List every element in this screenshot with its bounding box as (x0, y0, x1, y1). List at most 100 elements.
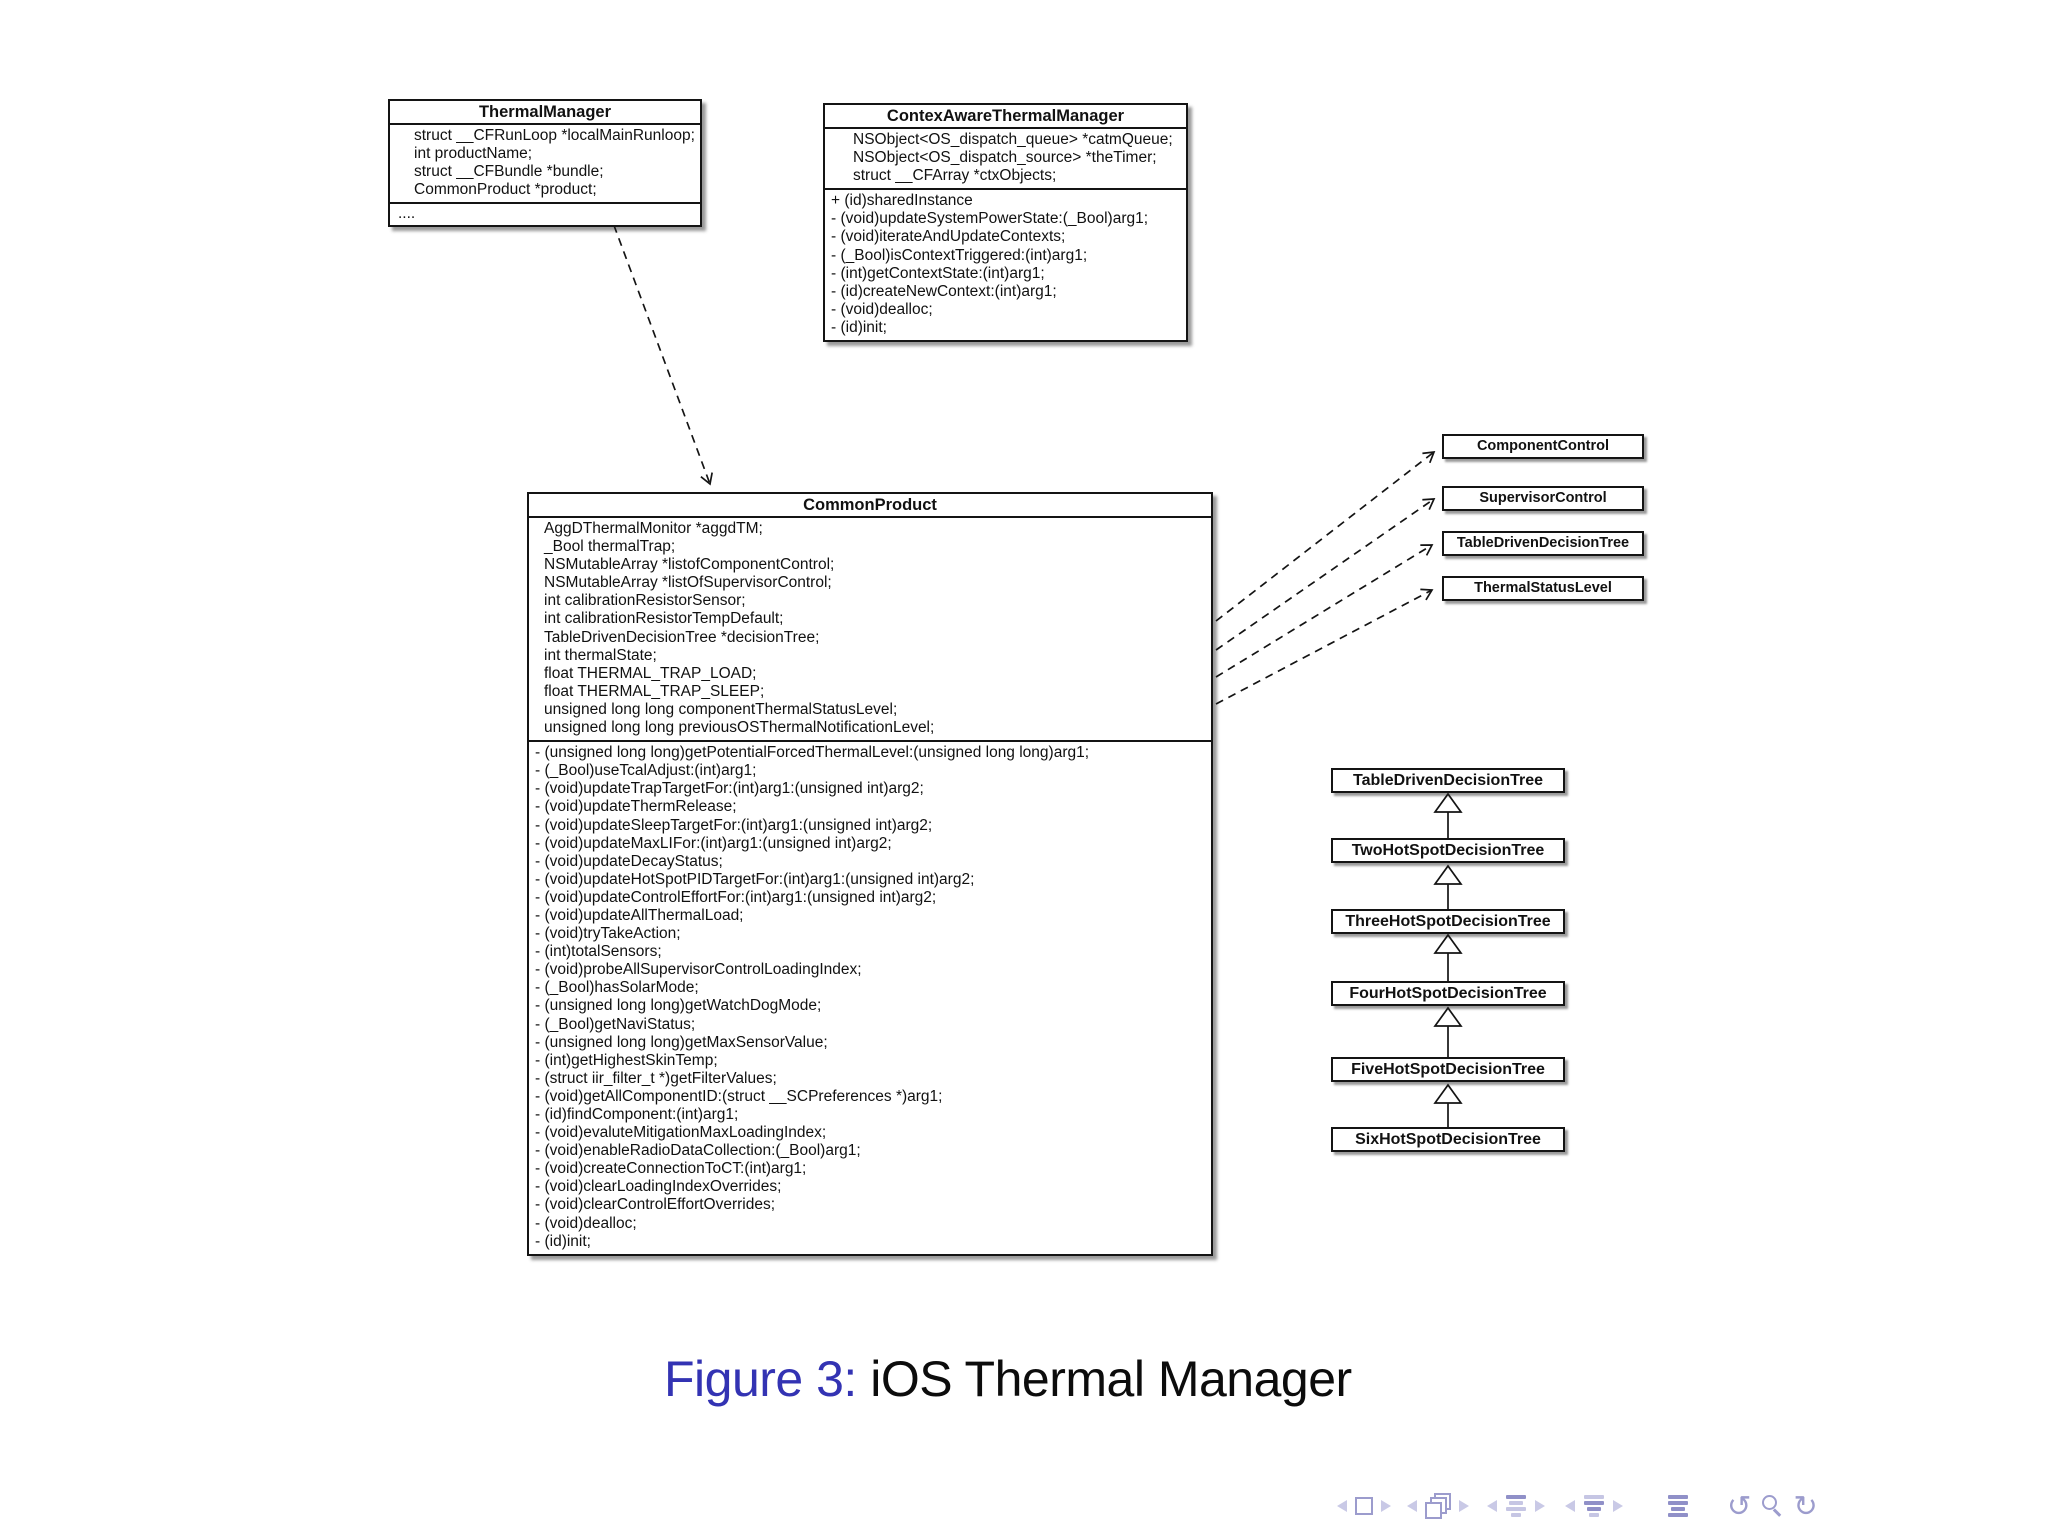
subsection-list-icon[interactable] (1583, 1495, 1605, 1517)
attribute-line: int productName; (414, 145, 533, 163)
frames-icon[interactable] (1425, 1493, 1451, 1519)
method-line: - (struct iir_filter_t *)getFilterValues… (535, 1069, 777, 1087)
method-line: - (void)updateControlEffortFor:(int)arg1… (535, 888, 937, 906)
class-box-thermal-status-level: ThermalStatusLevel (1442, 576, 1644, 601)
subsection-nav-group (1565, 1495, 1623, 1517)
frame-nav-group (1407, 1493, 1469, 1519)
appendix-list-icon[interactable] (1667, 1495, 1689, 1517)
method-line: - (_Bool)useTcalAdjust:(int)arg1; (535, 762, 757, 780)
attribute-line: float THERMAL_TRAP_SLEEP; (544, 682, 765, 700)
method-line: - (unsigned long long)getMaxSensorValue; (535, 1033, 828, 1051)
attribute-line: unsigned long long componentThermalStatu… (544, 700, 898, 718)
search-icon[interactable] (1759, 1493, 1785, 1519)
class-box-component-control: ComponentControl (1442, 434, 1644, 459)
method-line: - (void)updateHotSpotPIDTargetFor:(int)a… (535, 870, 975, 888)
attribute-line: int calibrationResistorTempDefault; (544, 610, 784, 628)
class-more-row: .... (398, 205, 416, 223)
attribute-line: float THERMAL_TRAP_LOAD; (544, 664, 757, 682)
method-line: - (void)updateThermRelease; (535, 798, 737, 816)
history-back-icon[interactable]: ↺ (1727, 1488, 1752, 1523)
tree-box-two-hot-spot-decision-tree: TwoHotSpotDecisionTree (1331, 838, 1565, 863)
method-line: - (void)enableRadioDataCollection:(_Bool… (535, 1142, 861, 1160)
method-line: - (int)getHighestSkinTemp; (535, 1051, 718, 1069)
method-line: - (void)updateAllThermalLoad; (535, 906, 744, 924)
method-line: - (void)clearLoadingIndexOverrides; (535, 1178, 782, 1196)
method-line: - (_Bool)isContextTriggered:(int)arg1; (831, 246, 1088, 264)
next-frame-icon[interactable] (1459, 1500, 1469, 1512)
attribute-line: int calibrationResistorSensor; (544, 592, 746, 610)
attribute-line: AggDThermalMonitor *aggdTM; (544, 520, 763, 537)
method-line: - (void)dealloc; (831, 300, 933, 318)
method-line: - (void)dealloc; (535, 1214, 637, 1232)
method-line: - (void)updateDecayStatus; (535, 852, 723, 870)
method-line: - (unsigned long long)getWatchDogMode; (535, 997, 822, 1015)
prev-slide-icon[interactable] (1337, 1500, 1347, 1512)
method-line: - (id)createNewContext:(int)arg1; (831, 282, 1057, 300)
method-line: - (void)iterateAndUpdateContexts; (831, 228, 1066, 246)
method-line: - (_Bool)getNaviStatus; (535, 1015, 696, 1033)
method-line: + (id)sharedInstance (831, 192, 973, 210)
method-line: - (_Bool)hasSolarMode; (535, 979, 699, 997)
method-line: - (int)totalSensors; (535, 943, 662, 961)
beamer-navigation-bar: ↺ ↻ (1337, 1486, 1818, 1526)
class-box-thermal-manager: ThermalManager struct __CFRunLoop *local… (388, 99, 702, 228)
class-box-common-product: CommonProduct AggDThermalMonitor *aggdTM… (527, 492, 1213, 1256)
method-line: - (id)init; (831, 318, 887, 336)
slide-nav-group (1337, 1497, 1391, 1515)
class-attributes: struct __CFRunLoop *localMainRunloop;int… (390, 125, 700, 205)
attribute-line: struct __CFBundle *bundle; (414, 163, 604, 181)
prev-section-icon[interactable] (1487, 1500, 1497, 1512)
prev-subsection-icon[interactable] (1565, 1500, 1575, 1512)
tree-box-four-hot-spot-decision-tree: FourHotSpotDecisionTree (1331, 981, 1565, 1006)
current-frame-icon[interactable] (1355, 1497, 1373, 1515)
figure-caption-text: iOS Thermal Manager (856, 1351, 1352, 1407)
attribute-line: NSMutableArray *listofComponentControl; (544, 556, 835, 574)
class-methods: + (id)sharedInstance- (void)updateSystem… (825, 190, 1186, 340)
method-line: - (void)updateTrapTargetFor:(int)arg1:(u… (535, 780, 924, 798)
method-line: - (void)evaluteMitigationMaxLoadingIndex… (535, 1124, 827, 1142)
attribute-line: NSObject<OS_dispatch_source> *theTimer; (853, 149, 1157, 167)
method-line: - (void)clearControlEffortOverrides; (535, 1196, 776, 1214)
method-line: - (void)updateSleepTargetFor:(int)arg1:(… (535, 816, 933, 834)
class-attributes: NSObject<OS_dispatch_queue> *catmQueue;N… (825, 129, 1186, 191)
class-title: ThermalManager (390, 101, 700, 125)
class-methods: - (unsigned long long)getPotentialForced… (529, 742, 1211, 1254)
attribute-line: unsigned long long previousOSThermalNoti… (544, 719, 935, 737)
tree-box-five-hot-spot-decision-tree: FiveHotSpotDecisionTree (1331, 1057, 1565, 1082)
class-box-table-driven-decision-tree: TableDrivenDecisionTree (1442, 531, 1644, 556)
method-line: - (void)createConnectionToCT:(int)arg1; (535, 1160, 807, 1178)
next-subsection-icon[interactable] (1613, 1500, 1623, 1512)
history-forward-icon[interactable]: ↻ (1793, 1488, 1818, 1523)
tree-box-six-hot-spot-decision-tree: SixHotSpotDecisionTree (1331, 1127, 1565, 1152)
method-line: - (void)probeAllSupervisorControlLoading… (535, 961, 862, 979)
class-title: CommonProduct (529, 494, 1211, 518)
method-line: - (void)getAllComponentID:(struct __SCPr… (535, 1087, 943, 1105)
attribute-line: _Bool thermalTrap; (544, 538, 676, 556)
attribute-line: TableDrivenDecisionTree *decisionTree; (544, 628, 820, 646)
method-line: - (void)tryTakeAction; (535, 925, 681, 943)
attribute-line: NSMutableArray *listOfSupervisorControl; (544, 574, 832, 592)
figure-caption: Figure 3: iOS Thermal Manager (664, 1350, 1352, 1408)
method-line: - (unsigned long long)getPotentialForced… (535, 744, 1090, 762)
tree-box-table-driven-decision-tree: TableDrivenDecisionTree (1331, 768, 1565, 793)
class-box-contex-aware-thermal-manager: ContexAwareThermalManager NSObject<OS_di… (823, 103, 1188, 343)
figure-caption-label: Figure 3: (664, 1351, 857, 1407)
appendix-nav-group (1667, 1495, 1689, 1517)
class-box-supervisor-control: SupervisorControl (1442, 486, 1644, 511)
tree-box-three-hot-spot-decision-tree: ThreeHotSpotDecisionTree (1331, 909, 1565, 934)
attribute-line: struct __CFRunLoop *localMainRunloop; (414, 127, 695, 144)
method-line: - (int)getContextState:(int)arg1; (831, 264, 1045, 282)
prev-frame-icon[interactable] (1407, 1500, 1417, 1512)
history-nav-group: ↺ ↻ (1727, 1488, 1818, 1523)
next-section-icon[interactable] (1535, 1500, 1545, 1512)
next-slide-icon[interactable] (1381, 1500, 1391, 1512)
method-line: - (void)updateSystemPowerState:(_Bool)ar… (831, 210, 1149, 228)
section-nav-group (1487, 1495, 1545, 1517)
method-line: - (id)init; (535, 1232, 591, 1250)
attribute-line: NSObject<OS_dispatch_queue> *catmQueue; (853, 131, 1173, 148)
method-line: - (void)updateMaxLIFor:(int)arg1:(unsign… (535, 834, 892, 852)
section-list-icon[interactable] (1505, 1495, 1527, 1517)
attribute-line: CommonProduct *product; (414, 181, 597, 199)
method-line: - (id)findComponent:(int)arg1; (535, 1106, 739, 1123)
